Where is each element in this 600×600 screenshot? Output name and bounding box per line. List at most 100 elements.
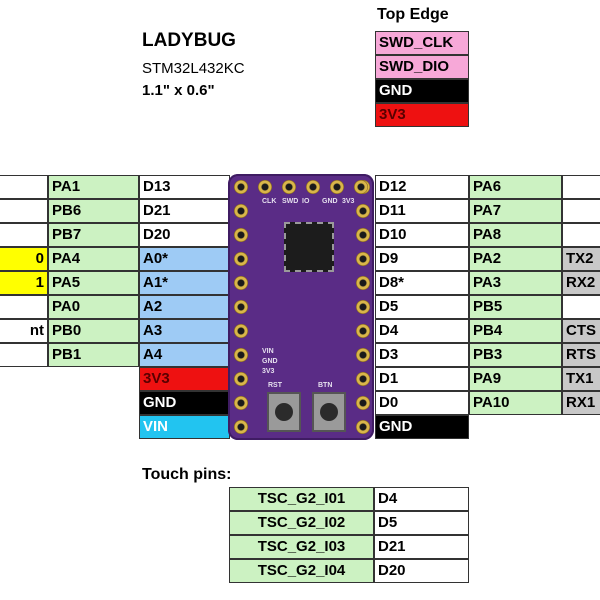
- left-extra-cell: [0, 295, 48, 319]
- right-extra-cell: CTS: [562, 319, 600, 343]
- right-extra-cell: RTS: [562, 343, 600, 367]
- top-edge-cell: SWD_CLK: [375, 31, 469, 55]
- left-arduino-pin-cell: D21: [139, 199, 230, 223]
- right-port-pin-cell: PA8: [469, 223, 562, 247]
- silk-vin: VIN: [262, 348, 274, 355]
- header-pin-pad: [234, 252, 248, 266]
- right-arduino-pin-cell: D11: [375, 199, 469, 223]
- left-port-pin-cell: PA1: [48, 175, 139, 199]
- left-arduino-pin-cell: A3: [139, 319, 230, 343]
- touch-tsc-cell: TSC_G2_I03: [229, 535, 374, 559]
- top-edge-header: Top Edge: [377, 6, 449, 23]
- header-pin-pad: [234, 348, 248, 362]
- right-port-pin-cell: PA6: [469, 175, 562, 199]
- silk-top-label: CLK: [262, 198, 277, 205]
- header-pin-pad: [234, 180, 248, 194]
- right-arduino-pin-cell: D0: [375, 391, 469, 415]
- right-arduino-pin-cell: D12: [375, 175, 469, 199]
- right-port-pin-cell: PA2: [469, 247, 562, 271]
- silk-btn: BTN: [318, 382, 333, 389]
- right-port-pin-cell: PA3: [469, 271, 562, 295]
- header-pin-pad: [356, 228, 370, 242]
- header-pin-pad: [234, 228, 248, 242]
- right-arduino-pin-cell: D9: [375, 247, 469, 271]
- header-pin-pad: [258, 180, 272, 194]
- header-pin-pad: [282, 180, 296, 194]
- left-port-pin-cell: PA0: [48, 295, 139, 319]
- header-pin-pad: [234, 324, 248, 338]
- silk-top-label: 3V3: [342, 198, 355, 205]
- top-edge-cell: SWD_DIO: [375, 55, 469, 79]
- header-pin-pad: [234, 300, 248, 314]
- left-port-pin-cell: PB1: [48, 343, 139, 367]
- left-extra-cell: 0: [0, 247, 48, 271]
- left-port-pin-cell: PB7: [48, 223, 139, 247]
- right-arduino-pin-cell: D10: [375, 223, 469, 247]
- left-power-cell: VIN: [139, 415, 230, 439]
- board-title: LADYBUG: [142, 30, 236, 51]
- right-extra-cell: TX1: [562, 367, 600, 391]
- right-arduino-pin-cell: D5: [375, 295, 469, 319]
- left-extra-cell: [0, 223, 48, 247]
- header-pin-pad: [330, 180, 344, 194]
- right-gnd-cell: GND: [375, 415, 469, 439]
- silk-rst: RST: [268, 382, 282, 389]
- left-extra-cell: nt: [0, 319, 48, 343]
- header-pin-pad: [356, 204, 370, 218]
- silk-top-label: GND: [322, 198, 338, 205]
- header-pin-pad: [234, 396, 248, 410]
- user-button-image: [312, 392, 346, 432]
- header-pin-pad: [356, 324, 370, 338]
- right-port-pin-cell: PA9: [469, 367, 562, 391]
- silk-top-label: SWD: [282, 198, 299, 205]
- left-arduino-pin-cell: A4: [139, 343, 230, 367]
- reset-button-image: [267, 392, 301, 432]
- board-mcu: STM32L432KC: [142, 60, 245, 77]
- header-pin-pad: [356, 252, 370, 266]
- touch-pin-cell: D5: [374, 511, 469, 535]
- right-arduino-pin-cell: D1: [375, 367, 469, 391]
- left-port-pin-cell: PA4: [48, 247, 139, 271]
- touch-tsc-cell: TSC_G2_I01: [229, 487, 374, 511]
- left-arduino-pin-cell: D20: [139, 223, 230, 247]
- mcu-chip: [284, 222, 334, 272]
- right-arduino-pin-cell: D8*: [375, 271, 469, 295]
- touch-tsc-cell: TSC_G2_I04: [229, 559, 374, 583]
- left-extra-cell: [0, 175, 48, 199]
- right-extra-cell: RX1: [562, 391, 600, 415]
- right-port-pin-cell: PB5: [469, 295, 562, 319]
- header-pin-pad: [354, 180, 368, 194]
- top-edge-cell: 3V3: [375, 103, 469, 127]
- right-extra-cell: [562, 175, 600, 199]
- header-pin-pad: [356, 396, 370, 410]
- header-pin-pad: [356, 300, 370, 314]
- header-pin-pad: [356, 348, 370, 362]
- left-power-cell: GND: [139, 391, 230, 415]
- touch-pin-cell: D21: [374, 535, 469, 559]
- header-pin-pad: [234, 372, 248, 386]
- right-port-pin-cell: PB4: [469, 319, 562, 343]
- header-pin-pad: [356, 420, 370, 434]
- touch-pin-cell: D20: [374, 559, 469, 583]
- header-pin-pad: [234, 276, 248, 290]
- right-extra-cell: [562, 223, 600, 247]
- header-pin-pad: [356, 276, 370, 290]
- left-extra-cell: 1: [0, 271, 48, 295]
- touch-header: Touch pins:: [142, 466, 232, 483]
- right-arduino-pin-cell: D4: [375, 319, 469, 343]
- left-port-pin-cell: PA5: [48, 271, 139, 295]
- right-port-pin-cell: PA7: [469, 199, 562, 223]
- left-arduino-pin-cell: D13: [139, 175, 230, 199]
- touch-pin-cell: D4: [374, 487, 469, 511]
- header-pin-pad: [234, 204, 248, 218]
- left-arduino-pin-cell: A0*: [139, 247, 230, 271]
- right-extra-cell: RX2: [562, 271, 600, 295]
- left-port-pin-cell: PB6: [48, 199, 139, 223]
- right-extra-cell: [562, 199, 600, 223]
- touch-tsc-cell: TSC_G2_I02: [229, 511, 374, 535]
- right-extra-cell: TX2: [562, 247, 600, 271]
- left-extra-cell: [0, 199, 48, 223]
- silk-gnd: GND: [262, 358, 278, 365]
- right-port-pin-cell: PA10: [469, 391, 562, 415]
- silk-top-label: IO: [302, 198, 310, 205]
